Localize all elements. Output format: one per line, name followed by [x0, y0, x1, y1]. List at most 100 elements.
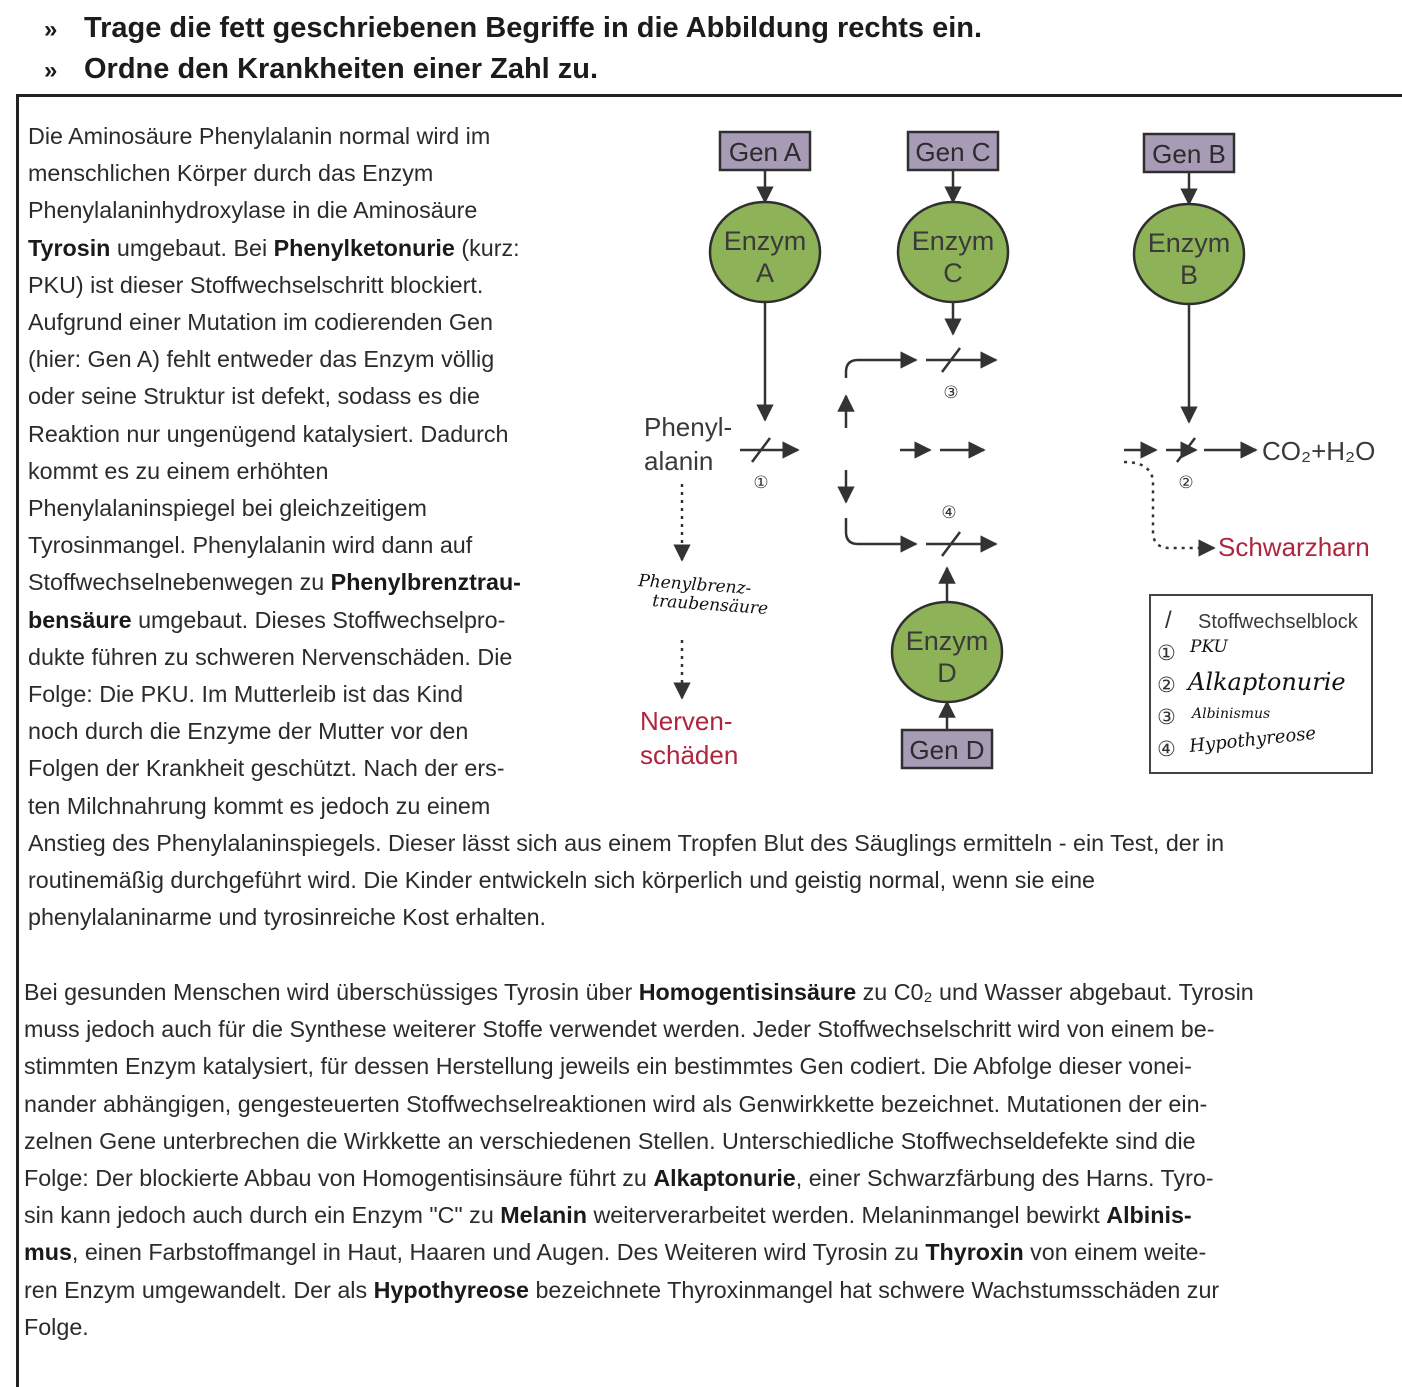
text-line: ten Milchnahrung kommt es jedoch zu eine… [28, 792, 491, 819]
text-line: Aufgrund einer Mutation im codierenden G… [28, 309, 493, 336]
block-mark-3 [941, 347, 961, 373]
bold-term: Melanin [500, 1202, 587, 1229]
svg-text:Enzym: Enzym [1148, 228, 1231, 258]
svg-text:D: D [937, 658, 957, 688]
svg-text:Enzym: Enzym [724, 226, 807, 256]
enzyme-a: Enzym A [708, 200, 822, 304]
text-line: mus, einen Farbstoffmangel in Haut, Haar… [24, 1239, 1207, 1266]
text-line: dukte führen zu schweren Nervenschäden. … [28, 643, 513, 670]
gene-box-b: Gen B [1142, 132, 1236, 174]
bold-term: bensäure [28, 606, 132, 633]
svg-text:Gen B: Gen B [1152, 139, 1226, 169]
legend-box: / Stoffwechselblock ① PKU ② Alkaptonurie… [1149, 594, 1373, 774]
gene-box-a: Gen A [718, 130, 812, 172]
text-line: Die Aminosäure Phenylalanin normal wird … [28, 123, 491, 149]
task-instruction-2: »Ordne den Krankheiten einer Zahl zu. [44, 53, 598, 86]
svg-text:C: C [943, 258, 963, 288]
gene-box-d: Gen D [900, 728, 994, 770]
text-line: bensäure umgebaut. Dieses Stoffwechselpr… [28, 606, 506, 633]
label-co2-h2o: CO₂+H₂O [1262, 436, 1375, 466]
content-frame [16, 94, 1402, 1387]
bold-term: Phenylketonurie [273, 234, 455, 261]
enzyme-c: Enzym C [896, 200, 1010, 304]
text-line: menschlichen Körper durch das Enzym [28, 160, 434, 187]
text-line: Stoffwechselnebenwegen zu Phenylbrenztra… [28, 569, 521, 596]
text-line: noch durch die Enzyme der Mutter vor den [28, 718, 469, 745]
block-number-1: ① [753, 473, 768, 492]
text-line: Folge: Der blockierte Abbau von Homogent… [24, 1165, 1214, 1192]
text-line: PKU) ist dieser Stoffwechselschritt bloc… [28, 271, 484, 298]
text-line: Tyrosin umgebaut. Bei Phenylketonurie (k… [28, 234, 520, 261]
paragraph-pku: Die Aminosäure Phenylalanin normal wird … [28, 118, 1348, 936]
legend-answer-1: PKU [1189, 637, 1229, 657]
text-line: Bei gesunden Menschen wird überschüssige… [24, 979, 1254, 1005]
legend-number-2: ② [1157, 673, 1176, 697]
text-line: Tyrosinmangel. Phenylalanin wird dann au… [28, 532, 473, 559]
svg-text:Gen C: Gen C [915, 137, 990, 167]
block-number-3: ③ [943, 383, 958, 402]
gene-box-c: Gen C [906, 130, 1000, 172]
text-line: sin kann jedoch auch durch ein Enzym "C"… [24, 1202, 1192, 1229]
text-line: kommt es zu einem erhöhten [28, 457, 329, 484]
legend-title: Stoffwechselblock [1198, 611, 1359, 633]
text-line: nander abhängigen, gengesteuerten Stoffw… [24, 1090, 1208, 1117]
block-symbol-icon: / [1165, 607, 1172, 634]
bold-term: Phenylbrenztrau- [330, 569, 521, 596]
text-line: Anstieg des Phenylalaninspiegels. Dieser… [28, 829, 1225, 856]
block-mark-1 [751, 437, 771, 463]
label-phenylalanin-2: alanin [644, 446, 713, 476]
block-number-2: ② [1178, 473, 1193, 492]
legend-number-1: ① [1157, 641, 1176, 665]
enzyme-b: Enzym B [1132, 202, 1246, 306]
text-line: Folge. [24, 1313, 89, 1340]
text-line: Phenylalaninspiegel bei gleichzeitigem [28, 495, 427, 522]
text-line: phenylalaninarme und tyrosinreiche Kost … [28, 904, 547, 931]
text-line: zelnen Gene unterbrechen die Wirkkette a… [24, 1127, 1196, 1154]
bold-term: mus [24, 1239, 72, 1266]
text-line: routinemäßig durchgeführt wird. Die Kind… [28, 867, 1096, 894]
text-line: Phenylalaninhydroxylase in die Aminosäur… [28, 197, 478, 224]
block-number-4: ④ [941, 503, 956, 522]
label-nervenschaeden-1: Nerven- [640, 706, 732, 736]
label-nervenschaeden-2: schäden [640, 740, 738, 770]
label-schwarzharn: Schwarzharn [1218, 532, 1370, 562]
block-mark-2 [1176, 437, 1196, 463]
legend-number-3: ③ [1157, 705, 1176, 729]
svg-text:Gen A: Gen A [729, 137, 802, 167]
bold-term: Albinis- [1106, 1202, 1192, 1229]
svg-text:B: B [1180, 260, 1198, 290]
svg-text:Gen D: Gen D [909, 735, 984, 765]
text-line: muss jedoch auch für die Synthese weiter… [24, 1016, 1215, 1043]
text-line: ren Enzym umgewandelt. Der als Hypothyre… [24, 1276, 1220, 1303]
legend-answer-2: Alkaptonurie [1186, 668, 1346, 696]
legend-answer-3: Albinismus [1190, 706, 1270, 722]
double-chevron-icon: » [44, 16, 58, 43]
task-text: Trage die fett geschriebenen Begriffe in… [84, 12, 983, 44]
branch-path-3 [844, 358, 900, 378]
svg-text:Enzym: Enzym [912, 226, 995, 256]
svg-text:A: A [756, 258, 774, 288]
text-line: stimmten Enzym katalysiert, für dessen H… [24, 1053, 1192, 1080]
svg-text:Enzym: Enzym [906, 626, 989, 656]
bold-term: Homogentisinsäure [638, 979, 857, 1005]
bold-term: Alkaptonurie [653, 1165, 796, 1192]
text-line: oder seine Struktur ist defekt, sodass e… [28, 383, 480, 410]
task-text: Ordne den Krankheiten einer Zahl zu. [84, 53, 599, 85]
bold-term: Tyrosin [28, 234, 111, 261]
text-line: Folgen der Krankheit geschützt. Nach der… [28, 755, 505, 782]
text-line: Folge: Die PKU. Im Mutterleib ist das Ki… [28, 681, 464, 708]
text-line: Reaktion nur ungenügend katalysiert. Dad… [28, 420, 509, 447]
paragraph-genwirkkette: Bei gesunden Menschen wird überschüssige… [24, 974, 1354, 1346]
block-mark-4 [941, 531, 961, 557]
bold-term: Thyroxin [925, 1239, 1024, 1266]
metabolism-diagram: Gen A Gen C Gen B Gen D Enzym A Enzym C … [637, 130, 1375, 774]
enzyme-d: Enzym D [890, 600, 1004, 704]
branch-path-4 [844, 518, 900, 546]
task-instruction-1: » Trage die fett geschriebenen Begriffe i… [44, 12, 982, 45]
label-phenylalanin-1: Phenyl- [644, 412, 732, 442]
dotted-path-schwarzharn [1123, 460, 1204, 550]
legend-number-4: ④ [1157, 737, 1176, 761]
text-line: (hier: Gen A) fehlt entweder das Enzym v… [28, 346, 495, 373]
bold-term: Hypothyreose [373, 1276, 529, 1303]
handwriting-phenylbrenz-2: traubensäure [652, 591, 769, 619]
